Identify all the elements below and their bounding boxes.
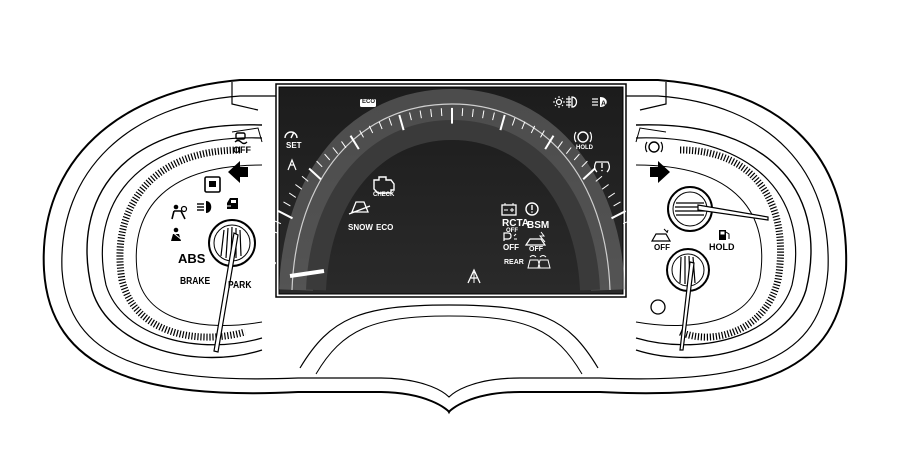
scale-tick bbox=[341, 141, 347, 149]
scale-tick bbox=[631, 310, 648, 314]
center-display bbox=[255, 83, 649, 314]
light-sun-icon bbox=[553, 96, 565, 108]
right-indicator-icons bbox=[644, 141, 730, 315]
scale-tick bbox=[295, 184, 303, 190]
scale-tick bbox=[482, 110, 485, 119]
left-turn-arrow-icon bbox=[228, 161, 248, 183]
scale-tick bbox=[419, 110, 422, 119]
scale-tick bbox=[368, 125, 374, 134]
headlight-icon bbox=[197, 201, 212, 213]
scale-tick bbox=[627, 259, 644, 265]
scale-tick bbox=[388, 117, 393, 126]
svg-text:A: A bbox=[601, 101, 606, 108]
check-engine-icon bbox=[373, 176, 395, 194]
seatbelt-icon bbox=[170, 227, 183, 241]
brake-system-icon bbox=[644, 141, 664, 153]
scale-tick bbox=[430, 109, 433, 117]
scale-tick bbox=[258, 269, 267, 273]
scale-tick bbox=[492, 112, 495, 121]
scale-tick bbox=[269, 229, 278, 234]
right-lower-needle-hub bbox=[666, 248, 710, 351]
tire-pressure-icon bbox=[593, 161, 611, 173]
scale-tick bbox=[440, 108, 443, 117]
cluster-housing bbox=[42, 79, 848, 415]
door-open-icon bbox=[225, 198, 238, 209]
scale-tick bbox=[540, 130, 545, 138]
scale-tick bbox=[256, 310, 273, 314]
brake-hold-icon bbox=[573, 131, 593, 143]
steering-warning-icon bbox=[525, 202, 539, 216]
scale-tick bbox=[557, 141, 563, 149]
sport-mode-icon bbox=[650, 228, 672, 242]
scale-tick bbox=[288, 192, 297, 198]
cruise-control-icon bbox=[284, 131, 298, 139]
scale-tick bbox=[544, 135, 555, 150]
scale-tick bbox=[499, 114, 506, 131]
scale-tick bbox=[573, 153, 580, 161]
scale-tick bbox=[265, 239, 274, 243]
master-warning-icon bbox=[204, 176, 221, 193]
scale-tick bbox=[332, 147, 339, 155]
scale-tick bbox=[308, 167, 322, 180]
left-gauge-bezel bbox=[86, 124, 263, 359]
pcs-icon bbox=[524, 231, 547, 246]
scale-tick bbox=[565, 147, 572, 155]
scale-tick bbox=[581, 160, 588, 168]
scale-tick bbox=[359, 130, 364, 138]
right-turn-arrow-icon bbox=[650, 161, 670, 183]
scale-tick bbox=[582, 167, 596, 180]
battery-icon bbox=[501, 203, 517, 216]
rear-fog-icon bbox=[566, 96, 578, 108]
scale-tick bbox=[349, 135, 360, 150]
scale-tick bbox=[611, 210, 627, 220]
eco-badge-icon bbox=[360, 99, 376, 107]
scale-tick bbox=[316, 160, 323, 168]
scale-tick bbox=[637, 269, 646, 273]
scale-tick bbox=[633, 249, 642, 253]
scale-tick bbox=[256, 280, 265, 282]
scale-tick bbox=[324, 153, 331, 161]
scale-tick bbox=[601, 184, 609, 190]
scale-tick bbox=[471, 109, 474, 117]
indicator-lamp-icon bbox=[650, 299, 666, 315]
scale-tick bbox=[622, 219, 631, 225]
scale-tick bbox=[521, 121, 526, 130]
scale-tick bbox=[378, 121, 383, 130]
screen-indicator-icons: A bbox=[284, 96, 611, 284]
traction-road-icon bbox=[467, 268, 481, 284]
rear-camera-icon bbox=[527, 255, 551, 269]
left-indicator-icons bbox=[170, 132, 248, 241]
scale-tick bbox=[283, 201, 291, 207]
scale-tick bbox=[639, 280, 648, 282]
snow-mode-icon bbox=[348, 201, 371, 215]
scale-tick bbox=[260, 259, 277, 265]
airbag-icon bbox=[171, 204, 188, 220]
scale-tick bbox=[262, 249, 271, 253]
fuel-icon bbox=[719, 230, 730, 240]
scale-tick bbox=[398, 114, 405, 131]
right-gauge-bezel bbox=[635, 124, 812, 359]
right-upper-needle-hub bbox=[667, 186, 769, 232]
scale-tick bbox=[409, 112, 412, 121]
scale-tick bbox=[613, 201, 621, 207]
scale-tick bbox=[301, 175, 309, 182]
speed-scale-ticks bbox=[255, 107, 649, 314]
scale-tick bbox=[277, 210, 293, 220]
vsc-off-icon bbox=[234, 132, 248, 145]
scale-tick bbox=[595, 175, 603, 182]
scale-tick bbox=[530, 125, 536, 134]
scale-tick bbox=[607, 192, 616, 198]
scale-tick bbox=[511, 117, 516, 126]
scale-tick bbox=[630, 239, 639, 243]
scale-tick bbox=[461, 108, 464, 117]
left-needle-hub bbox=[208, 219, 256, 353]
scale-tick bbox=[273, 219, 282, 225]
auto-high-beam-icon: A bbox=[592, 97, 607, 108]
parking-support-icon bbox=[503, 232, 517, 241]
lane-tracing-icon bbox=[287, 158, 297, 171]
scale-tick bbox=[626, 229, 635, 234]
